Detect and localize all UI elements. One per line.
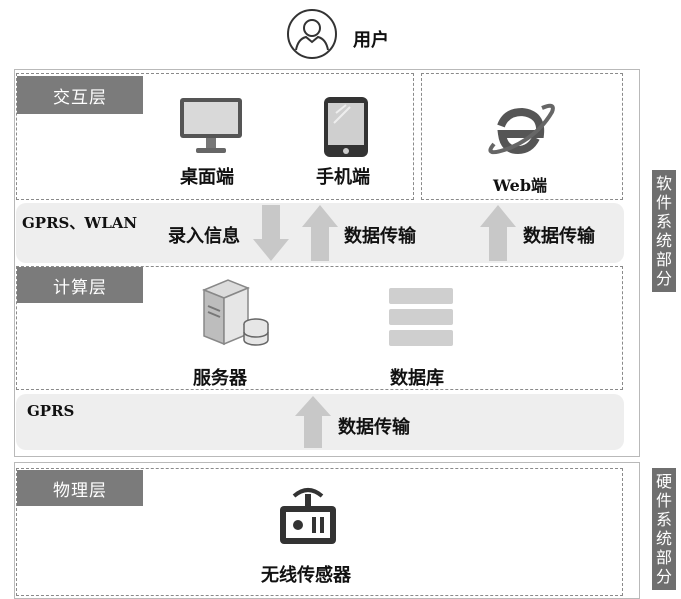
database-label: 数据库 bbox=[390, 368, 444, 389]
wireless-sensor-label: 无线传感器 bbox=[261, 565, 351, 586]
desktop-monitor-icon bbox=[178, 96, 244, 156]
side-char: 件 bbox=[655, 491, 672, 510]
down-arrow-icon bbox=[253, 205, 289, 261]
side-char: 分 bbox=[655, 269, 672, 288]
database-icon bbox=[389, 288, 453, 346]
web-client-box bbox=[421, 73, 623, 200]
side-char: 软 bbox=[655, 174, 672, 193]
side-char: 硬 bbox=[655, 472, 672, 491]
side-char: 系 bbox=[655, 212, 672, 231]
mobile-phone-icon bbox=[322, 95, 370, 159]
link1-protocol-label: GPRS、WLAN bbox=[22, 214, 138, 232]
server-icon bbox=[198, 276, 272, 350]
up-arrow-icon bbox=[480, 205, 516, 261]
software-system-side-label: 软 件 系 统 部 分 bbox=[652, 170, 676, 292]
mobile-client-label: 手机端 bbox=[316, 167, 370, 188]
physical-layer-title: 物理层 bbox=[17, 470, 143, 506]
desktop-client-label: 桌面端 bbox=[180, 167, 234, 188]
data-transfer-label-2: 数据传输 bbox=[523, 226, 595, 247]
interaction-layer-title: 交互层 bbox=[17, 76, 143, 114]
data-transfer-label-3: 数据传输 bbox=[338, 417, 410, 438]
side-char: 系 bbox=[655, 510, 672, 529]
physical-layer-box bbox=[16, 468, 623, 596]
input-info-label: 录入信息 bbox=[168, 226, 240, 247]
server-label: 服务器 bbox=[193, 368, 247, 389]
up-arrow-icon bbox=[302, 205, 338, 261]
web-client-label: Web端 bbox=[493, 176, 548, 195]
web-browser-icon bbox=[486, 100, 556, 160]
compute-layer-title: 计算层 bbox=[17, 267, 143, 303]
up-arrow-icon bbox=[295, 396, 331, 448]
side-char: 统 bbox=[655, 231, 672, 250]
side-char: 统 bbox=[655, 529, 672, 548]
user-label: 用户 bbox=[353, 30, 389, 51]
interaction-layer-box bbox=[16, 73, 414, 200]
side-char: 部 bbox=[655, 548, 672, 567]
side-char: 部 bbox=[655, 250, 672, 269]
side-char: 分 bbox=[655, 567, 672, 586]
link2-protocol-label: GPRS bbox=[27, 402, 75, 420]
data-transfer-label-1: 数据传输 bbox=[344, 226, 416, 247]
hardware-system-side-label: 硬 件 系 统 部 分 bbox=[652, 468, 676, 590]
user-icon bbox=[286, 8, 338, 60]
wireless-sensor-icon bbox=[276, 484, 340, 548]
compute-layer-box bbox=[16, 266, 623, 390]
side-char: 件 bbox=[655, 193, 672, 212]
